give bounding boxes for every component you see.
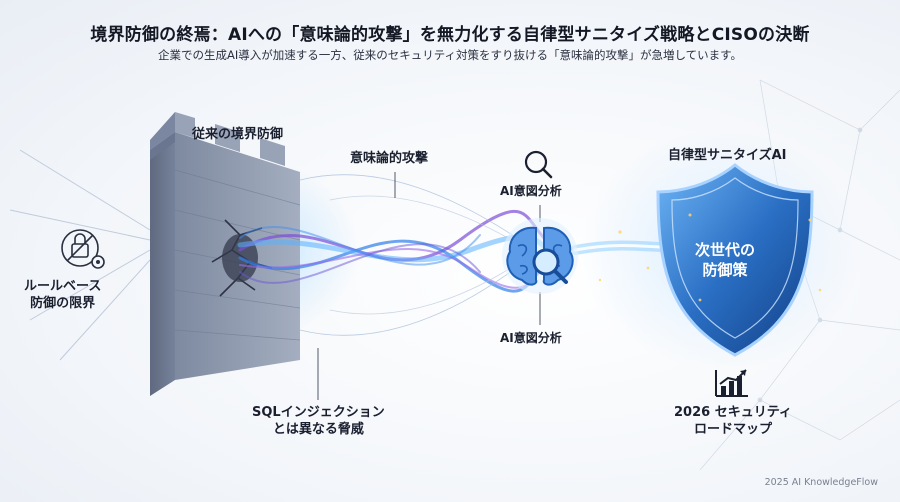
lock-gear-icon <box>61 229 105 269</box>
label-ai-intent-bottom: AI意図分析 <box>500 331 562 345</box>
shield-text-line2: 防御策 <box>702 261 748 279</box>
label-semantic-attack: 意味論的攻撃 <box>350 151 429 166</box>
sparkles <box>598 213 822 302</box>
label-sql-line2: とは異なる脅威 <box>272 422 364 437</box>
label-ai-intent-top: AI意図分析 <box>500 184 562 198</box>
left-rays <box>9 149 151 361</box>
magnifier-icon <box>524 150 553 179</box>
label-sql-line1: SQLインジェクション <box>252 405 385 420</box>
label-roadmap-line2: ロードマップ <box>693 422 772 437</box>
label-rule-based: ルールベース 防御の限界 <box>24 278 101 312</box>
label-sql: SQLインジェクション とは異なる脅威 <box>252 404 385 438</box>
shield <box>656 163 814 357</box>
label-wall: 従来の境界防御 <box>192 127 284 142</box>
label-rule-based-line2: 防御の限界 <box>30 296 96 311</box>
footer-credit: 2025 AI KnowledgeFlow <box>764 477 878 488</box>
page-subtitle: 企業での生成AI導入が加速する一方、従来のセキュリティ対策をすり抜ける「意味論的… <box>157 48 743 62</box>
shield-text-line1: 次世代の <box>695 241 756 259</box>
page-title: 境界防御の終焉：AIへの「意味論的攻撃」を無力化する自律型サニタイズ戦略とCIS… <box>90 25 810 45</box>
label-roadmap-line1: 2026 セキュリティ <box>674 405 792 420</box>
shield-text: 次世代の 防御策 <box>695 240 755 280</box>
label-rule-based-line1: ルールベース <box>24 279 102 294</box>
castle-wall <box>150 112 301 396</box>
label-autonomous-ai: 自律型サニタイズAI <box>668 148 787 163</box>
label-roadmap: 2026 セキュリティ ロードマップ <box>674 404 792 438</box>
rising-chart-icon <box>715 369 748 397</box>
brain-search-icon <box>502 218 578 294</box>
